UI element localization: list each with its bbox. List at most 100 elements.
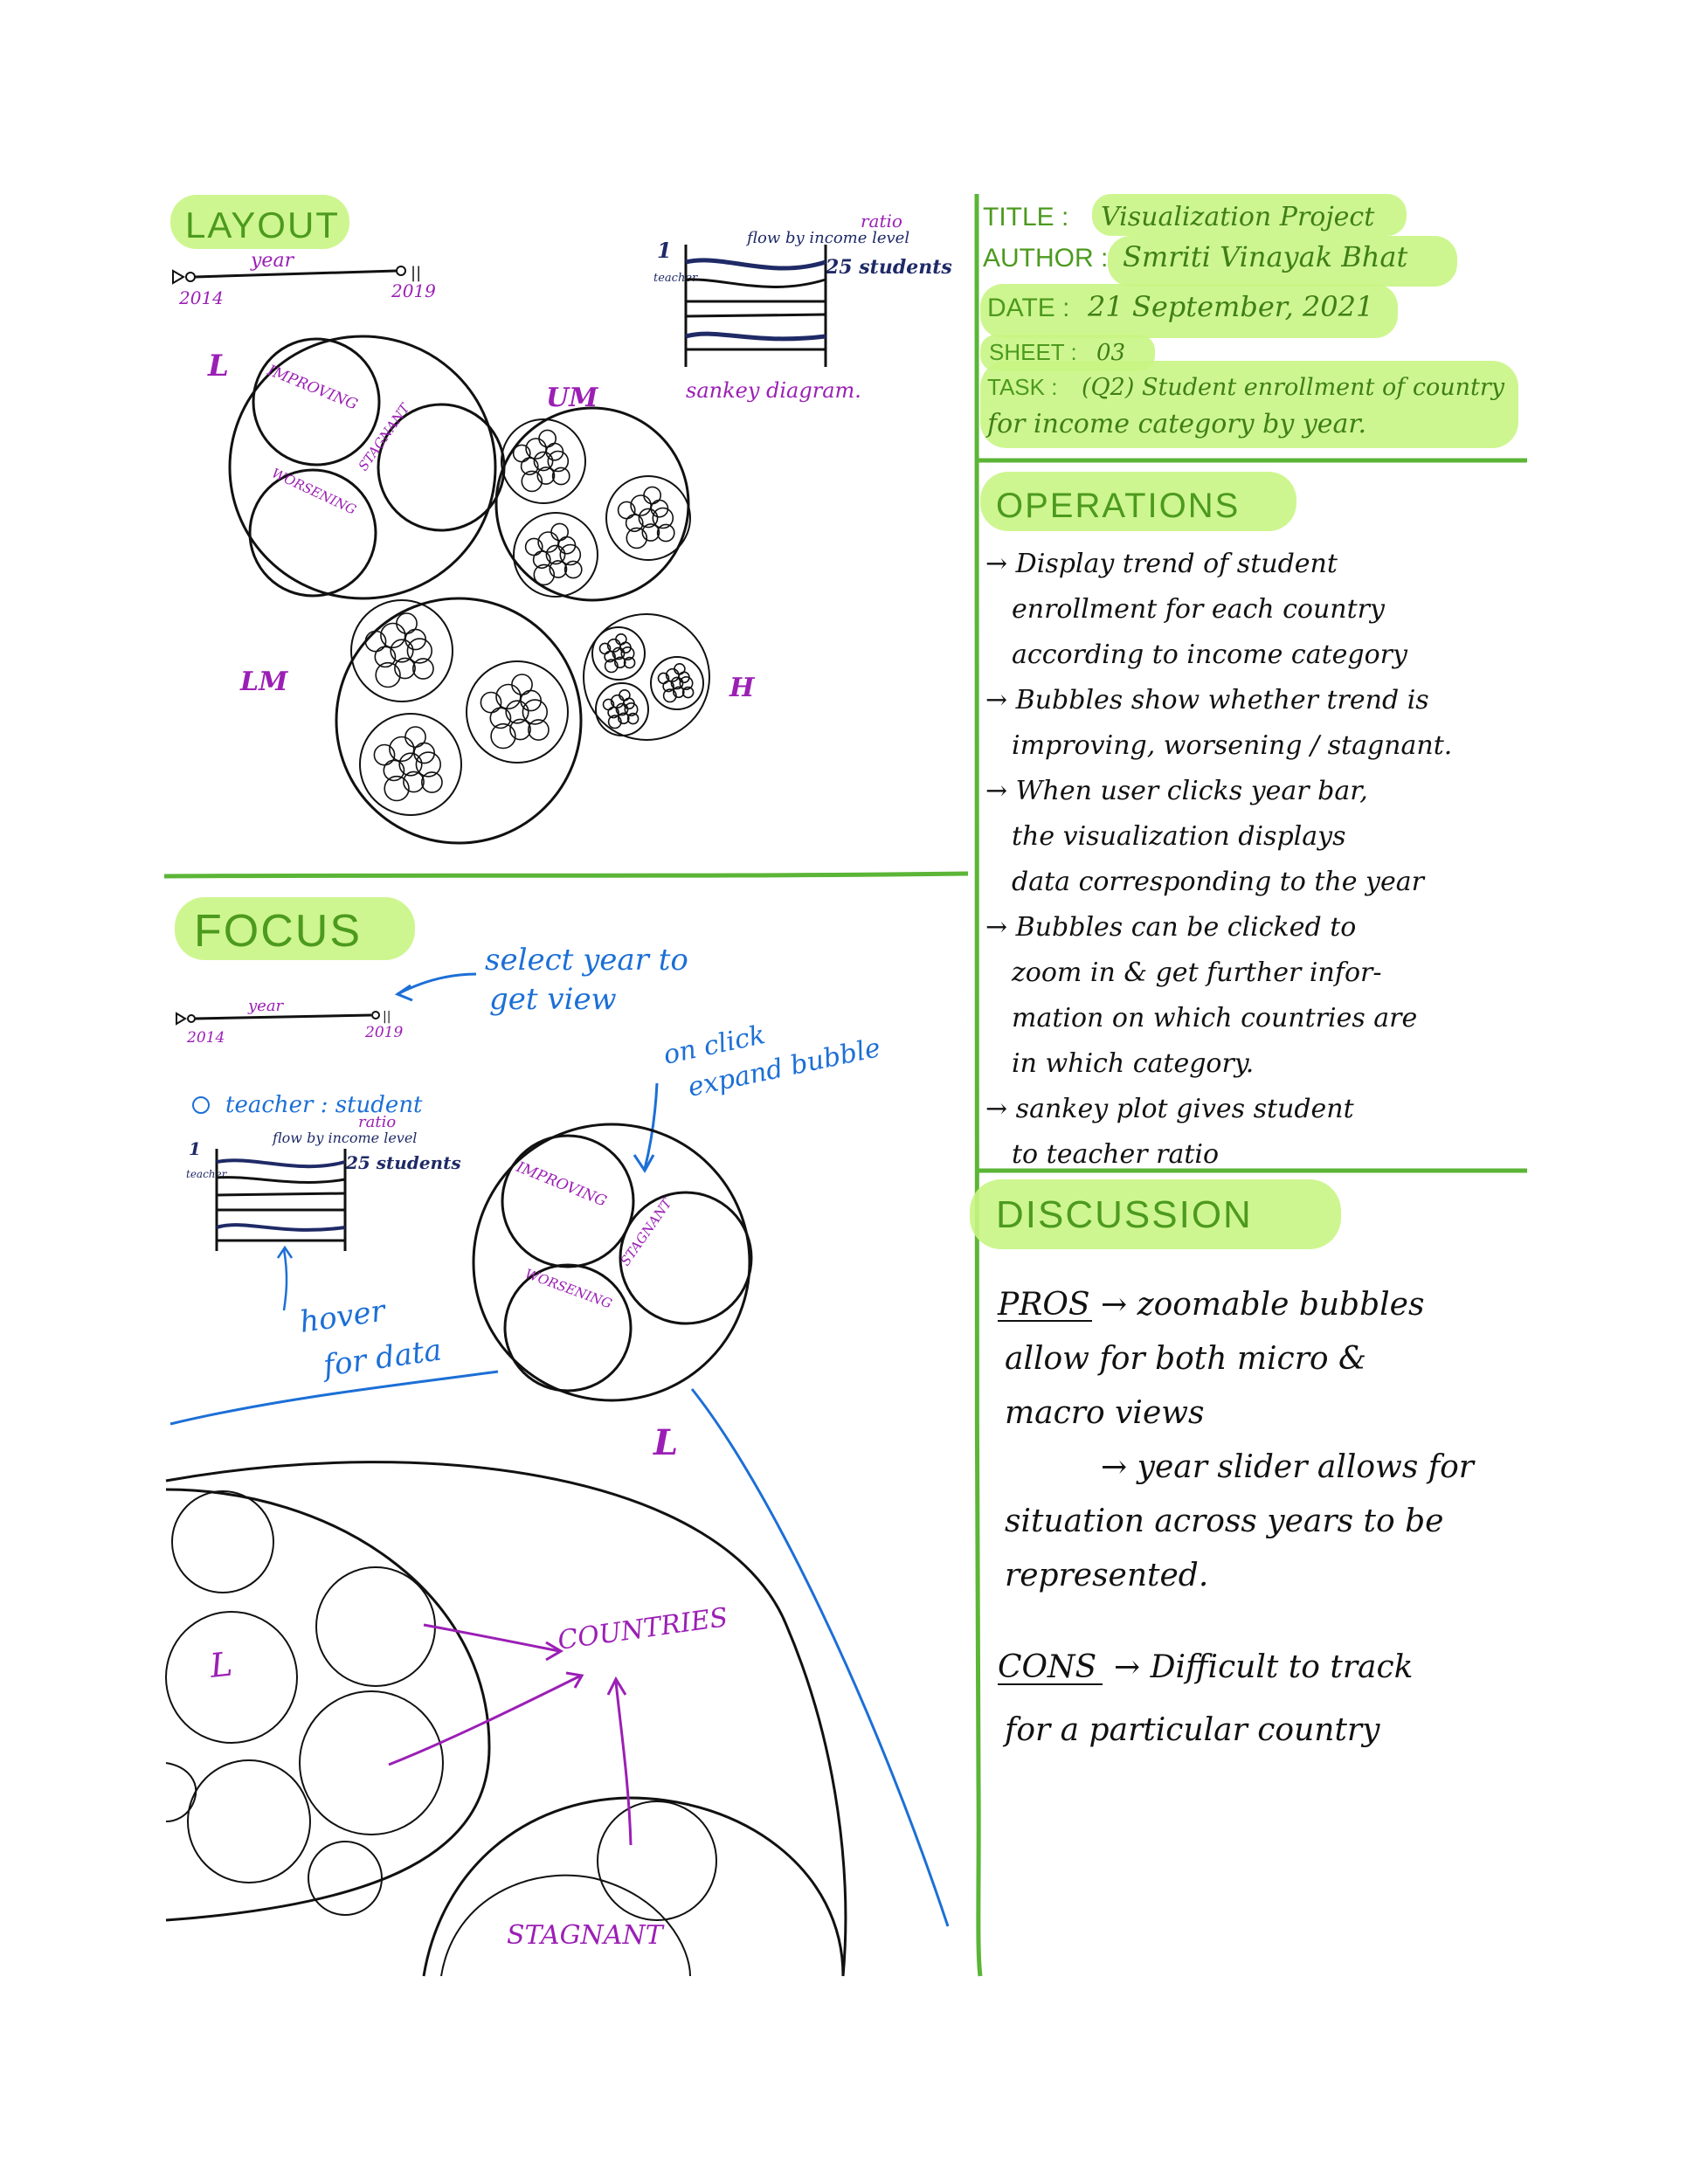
country-bubble[interactable]	[679, 675, 694, 690]
country-bubble[interactable]	[406, 638, 432, 664]
category-bubble[interactable]	[513, 512, 598, 598]
category-bubble[interactable]	[501, 418, 586, 504]
slider-end-knob[interactable]	[371, 1011, 380, 1019]
country-bubble[interactable]	[404, 726, 426, 749]
pause-icon[interactable]: ||	[383, 1010, 391, 1024]
category-bubble[interactable]	[359, 713, 462, 816]
slider-start-knob[interactable]	[187, 1014, 196, 1023]
country-bubble[interactable]	[602, 698, 615, 711]
country-bubble[interactable]	[489, 707, 512, 729]
country-bubble[interactable]	[613, 656, 626, 669]
country-bubble[interactable]	[670, 676, 684, 690]
country-bubble[interactable]	[652, 507, 674, 529]
country-bubble[interactable]	[394, 657, 416, 680]
country-bubble[interactable]	[509, 718, 531, 741]
country-bubble[interactable]	[411, 658, 434, 680]
country-bubble[interactable]	[533, 563, 556, 586]
category-bubble[interactable]	[605, 475, 691, 561]
bubble-improving[interactable]	[252, 337, 381, 467]
country-bubble[interactable]	[597, 1800, 717, 1921]
country-bubble[interactable]	[537, 531, 559, 553]
country-bubble[interactable]	[420, 771, 443, 793]
slider-end-knob[interactable]	[396, 266, 406, 276]
bubble-H[interactable]: H	[583, 613, 756, 741]
country-bubble[interactable]	[524, 537, 543, 556]
category-bubble[interactable]	[350, 599, 453, 702]
sankey-flow[interactable]	[216, 1223, 346, 1232]
country-bubble[interactable]	[390, 639, 414, 663]
country-bubble[interactable]	[187, 1759, 311, 1883]
play-icon[interactable]	[172, 269, 185, 285]
country-bubble[interactable]	[375, 661, 401, 688]
bubble-LM-outer[interactable]	[335, 597, 583, 845]
bubble-worsening[interactable]	[248, 468, 377, 598]
country-bubble[interactable]	[480, 691, 502, 714]
focus-year-slider[interactable]: || year 2014 2019	[176, 997, 403, 1047]
country-bubble[interactable]	[521, 470, 543, 493]
bubble-UM[interactable]: UM	[494, 383, 691, 602]
bubble-H-outer[interactable]	[583, 613, 710, 741]
country-bubble[interactable]	[389, 736, 415, 763]
country-bubble[interactable]	[681, 686, 695, 699]
country-bubble[interactable]	[415, 751, 441, 778]
sankey-flow[interactable]	[216, 1176, 346, 1184]
category-bubble[interactable]	[595, 682, 649, 736]
focus-bubble-stagnant[interactable]	[619, 1191, 753, 1325]
country-bubble[interactable]	[512, 444, 531, 463]
country-bubble[interactable]	[364, 630, 387, 653]
country-bubble[interactable]	[656, 523, 675, 543]
country-bubble[interactable]	[626, 712, 640, 725]
country-bubble[interactable]	[672, 686, 685, 699]
country-bubble[interactable]	[563, 560, 583, 579]
country-bubble[interactable]	[643, 486, 662, 505]
sankey-flow[interactable]	[216, 1158, 346, 1169]
country-bubble[interactable]	[165, 1611, 298, 1744]
bubble-LM[interactable]: LM	[239, 597, 583, 845]
country-bubble[interactable]	[533, 451, 554, 472]
country-bubble[interactable]	[528, 719, 550, 741]
bubble-UM-outer[interactable]	[494, 406, 690, 602]
country-bubble[interactable]	[549, 560, 568, 578]
country-bubble[interactable]	[607, 715, 622, 729]
country-bubble[interactable]	[547, 450, 570, 473]
country-bubble[interactable]	[620, 646, 635, 660]
country-bubble[interactable]	[545, 544, 566, 565]
country-bubble[interactable]	[404, 628, 427, 651]
slider-start-knob[interactable]	[185, 272, 196, 282]
country-bubble[interactable]	[623, 656, 636, 669]
country-bubble[interactable]	[604, 659, 619, 674]
slider-track[interactable]	[194, 1013, 372, 1020]
category-bubble[interactable]	[466, 660, 569, 764]
country-bubble[interactable]	[617, 501, 636, 520]
country-bubble[interactable]	[384, 775, 410, 802]
country-bubble[interactable]	[511, 674, 533, 696]
country-bubble[interactable]	[536, 467, 556, 485]
country-bubble[interactable]	[657, 672, 670, 685]
country-bubble[interactable]	[638, 508, 659, 529]
country-bubble[interactable]	[522, 699, 548, 725]
zoom-view[interactable]: L L COUNTRIES STAGNANT	[165, 1422, 847, 1977]
country-bubble[interactable]	[373, 743, 396, 766]
country-bubble[interactable]	[299, 1690, 444, 1835]
pause-icon[interactable]: ||	[411, 264, 421, 282]
category-bubble[interactable]	[650, 656, 704, 710]
country-bubble[interactable]	[559, 543, 582, 566]
country-bubble[interactable]	[626, 527, 648, 549]
category-bubble[interactable]	[591, 626, 646, 681]
country-bubble[interactable]	[403, 771, 425, 793]
country-bubble[interactable]	[641, 523, 660, 542]
country-bubble[interactable]	[315, 1566, 436, 1687]
country-bubble[interactable]	[380, 622, 406, 649]
country-bubble[interactable]	[165, 1762, 197, 1822]
focus-bubble-worsening[interactable]	[503, 1263, 633, 1393]
country-bubble[interactable]	[505, 700, 529, 724]
country-bubble[interactable]	[630, 494, 652, 516]
country-bubble[interactable]	[413, 742, 436, 764]
focus-bubble-improving[interactable]	[501, 1134, 635, 1268]
focus-bubble[interactable]: IMPROVING STAGNANT WORSENING	[472, 1123, 753, 1402]
country-bubble[interactable]	[617, 712, 630, 725]
country-bubble[interactable]	[662, 688, 677, 703]
country-bubble[interactable]	[624, 702, 639, 716]
country-bubble[interactable]	[396, 612, 418, 635]
country-bubble[interactable]	[615, 702, 629, 716]
